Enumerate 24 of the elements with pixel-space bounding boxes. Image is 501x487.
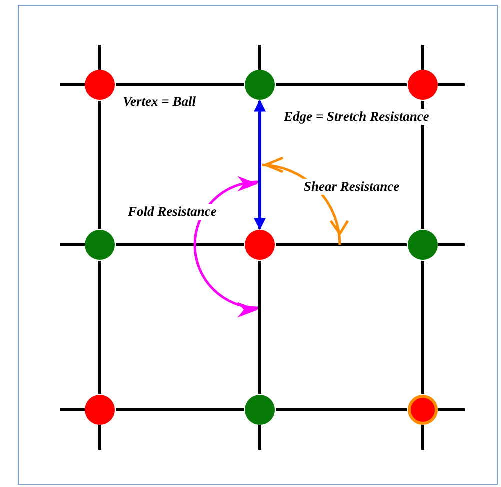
ball — [85, 70, 115, 100]
grid-line — [422, 101, 424, 229]
grid-line — [98, 261, 102, 394]
arrow — [254, 100, 266, 230]
grid-line — [276, 244, 407, 246]
ball — [245, 395, 275, 425]
ball — [85, 230, 115, 260]
ball — [408, 70, 438, 100]
ball — [408, 395, 438, 425]
annotation-label: Shear Resistance — [303, 179, 401, 195]
ball — [245, 230, 275, 260]
ball — [408, 230, 438, 260]
grid-line — [116, 408, 244, 412]
grid-line — [116, 244, 244, 246]
grid-line — [276, 84, 407, 86]
grid-line — [422, 261, 424, 394]
grid-line — [276, 408, 407, 412]
grid-line — [98, 101, 102, 229]
annotation-label: Fold Resistance — [127, 204, 218, 220]
grid-line — [258, 261, 262, 394]
ball — [245, 70, 275, 100]
ball — [85, 395, 115, 425]
grid-line — [116, 84, 244, 86]
annotation-label: Edge = Stretch Resistance — [283, 109, 430, 125]
